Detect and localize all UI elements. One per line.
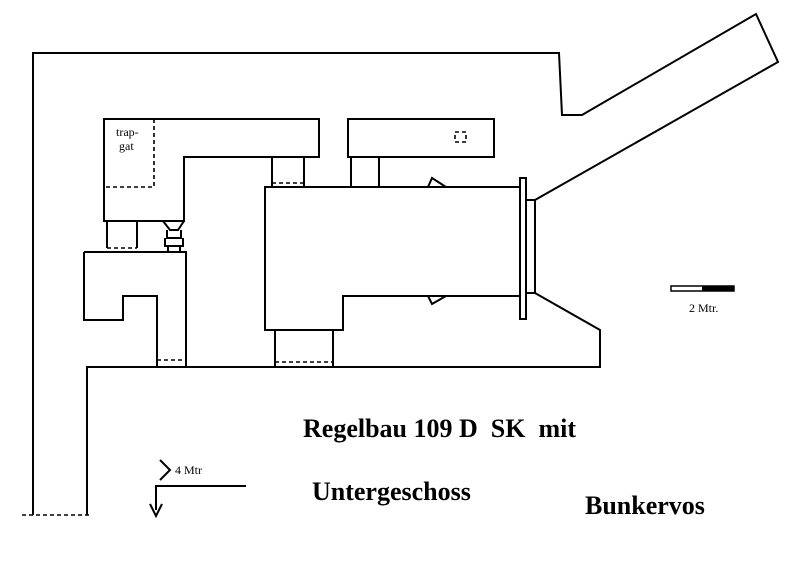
level-marker [149,459,246,519]
stair-passage [106,221,138,248]
stairwell-label-2: gat [119,139,134,153]
embrasure-flap-top [427,176,447,188]
hatch-icon [454,131,467,143]
embrasure-throat [526,199,536,294]
stair-block [103,118,320,222]
stairwell-label-1: trap- [116,125,139,139]
upper-right-block [347,118,495,158]
main-chamber [264,186,521,331]
title-line-1: Regelbau 109 D SK mit [303,414,576,443]
lower-left-block [83,251,187,367]
stairwell-outline [104,119,155,188]
embrasure-plate [519,177,527,320]
scale-bar [670,285,735,292]
embrasure-flap-bottom [427,295,447,306]
outer-wall [32,12,780,515]
signature: Bunkervos [585,491,705,520]
vent-symbol [162,220,185,253]
level-marker-label: 4 Mtr [175,463,202,477]
lower-exit [274,330,334,367]
scale-bar-label: 2 Mtr. [689,301,718,315]
connector-right [350,157,380,187]
title-line-2: Untergeschoss [312,477,471,506]
connector-left [271,157,305,187]
